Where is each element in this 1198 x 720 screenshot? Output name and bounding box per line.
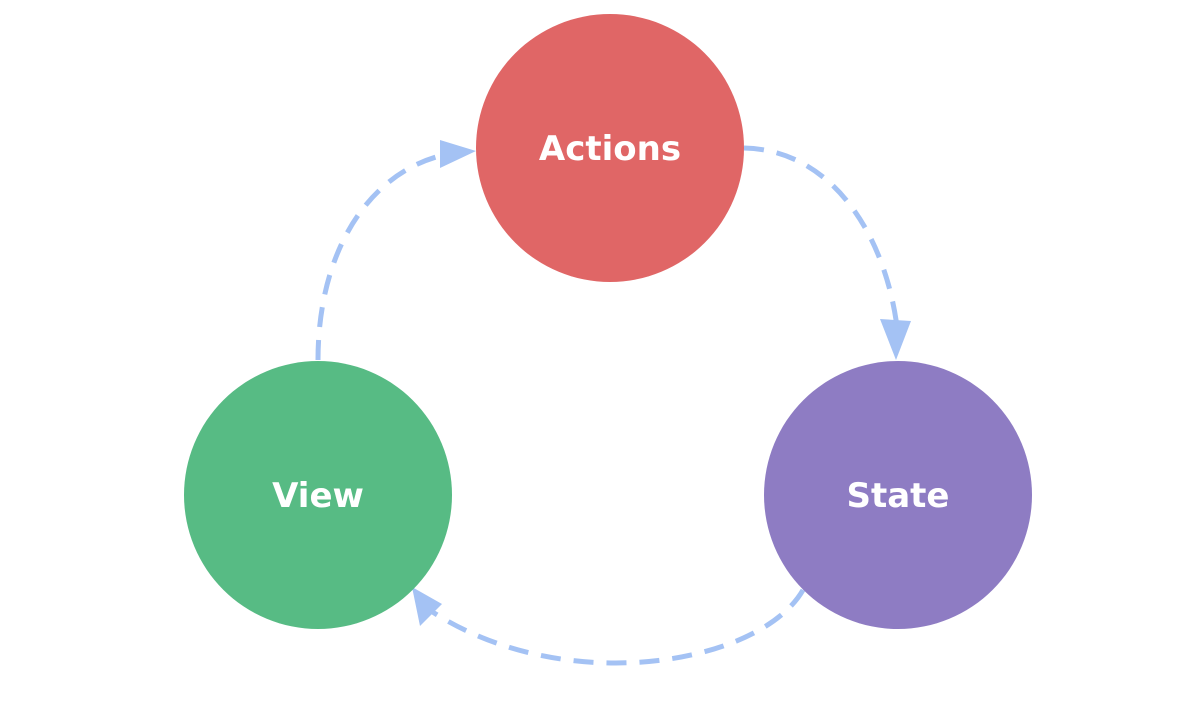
- node-actions-label: Actions: [539, 129, 681, 169]
- node-state-circle: [764, 361, 1032, 629]
- edge-view-to-actions: [315, 151, 449, 361]
- node-state-label: State: [847, 476, 950, 516]
- arrowhead-to-actions: [440, 140, 476, 168]
- node-view-label: View: [272, 476, 364, 516]
- node-actions-circle: [476, 14, 744, 282]
- edge-state-to-view: [423, 588, 806, 666]
- arrowhead-to-state: [880, 319, 911, 360]
- arrowhead-to-view: [412, 587, 442, 626]
- node-view-circle: [184, 361, 452, 629]
- edge-actions-to-state: [743, 145, 901, 336]
- node-view: View: [184, 361, 452, 629]
- node-state: State: [764, 361, 1032, 629]
- node-actions: Actions: [476, 14, 744, 282]
